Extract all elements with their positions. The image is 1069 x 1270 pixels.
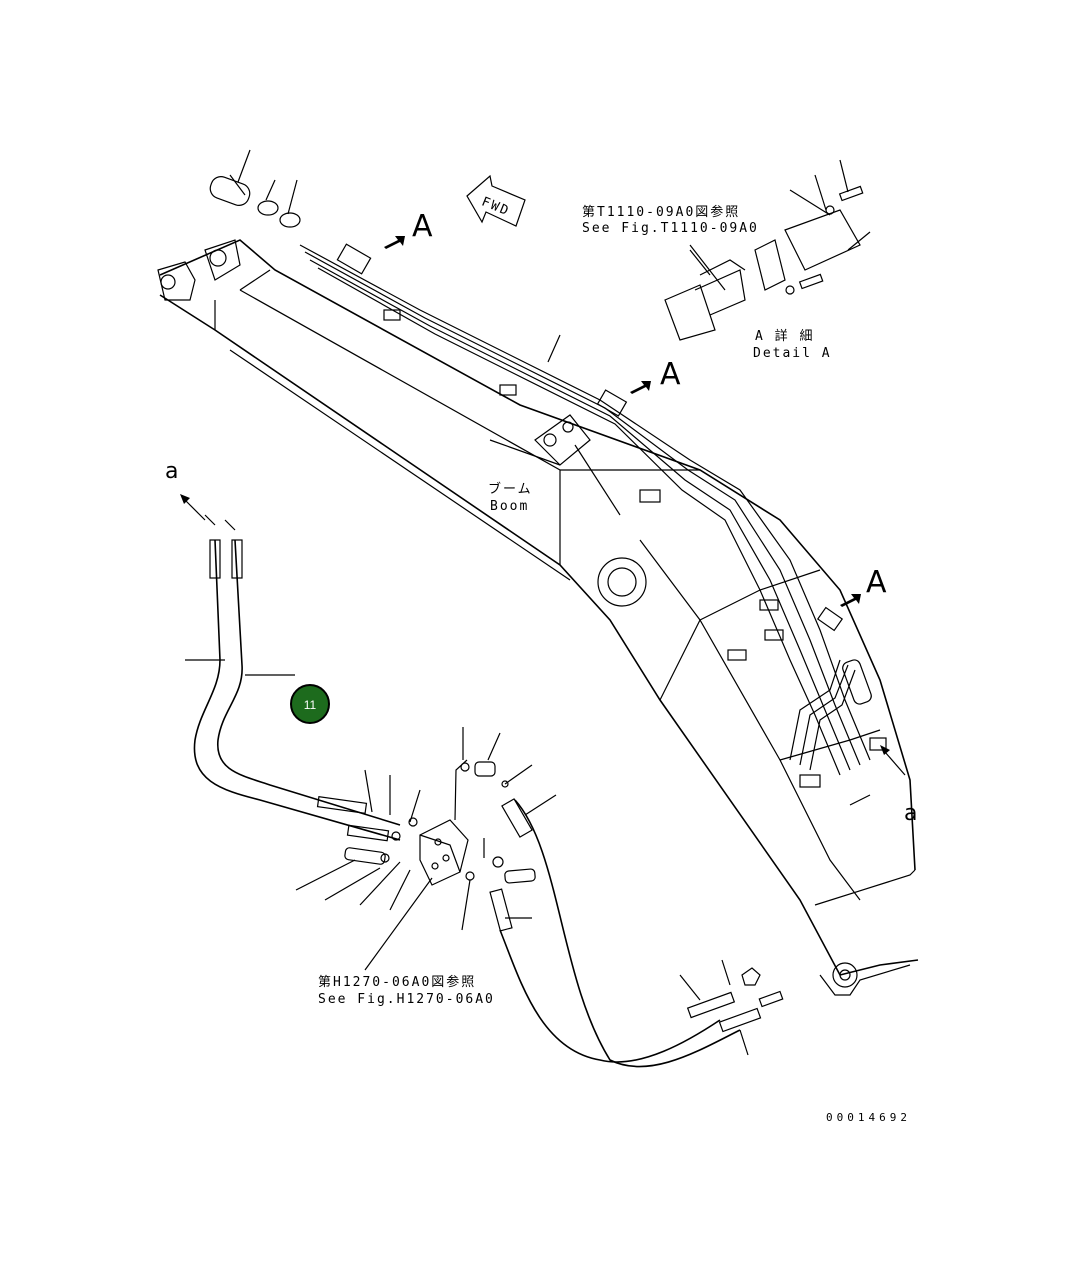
part-callout-11[interactable]: 11 [290,684,330,724]
callout-circle[interactable] [290,684,330,724]
ref-marker-a-right: a [904,801,917,826]
view-arrows [180,174,906,776]
boom-label-jp: ブーム [488,481,533,497]
reference-bottom-en: See Fig.H1270-06A0 [318,992,495,1007]
boom-outline [157,239,919,996]
reference-top-jp: 第T1110-09A0図参照 [582,204,740,220]
hose-assembly [193,514,784,1068]
view-marker-a-top: A [412,209,433,244]
detail-a-label-jp: A 詳 細 [755,328,814,344]
boom-label-en: Boom [490,499,529,514]
detail-a-label-en: Detail A [753,346,832,361]
ref-marker-a-left: a [165,459,178,484]
drawing-number: 00014692 [826,1111,911,1124]
callout-number[interactable]: 11 [304,698,317,712]
fwd-arrow [466,174,526,227]
reference-top-en: See Fig.T1110-09A0 [582,221,759,236]
view-marker-a-middle: A [660,357,681,392]
reference-bottom-jp: 第H1270-06A0図参照 [318,974,476,990]
view-marker-a-right: A [866,565,887,600]
boom-pipes [209,174,887,788]
leader-lines [185,149,871,1056]
